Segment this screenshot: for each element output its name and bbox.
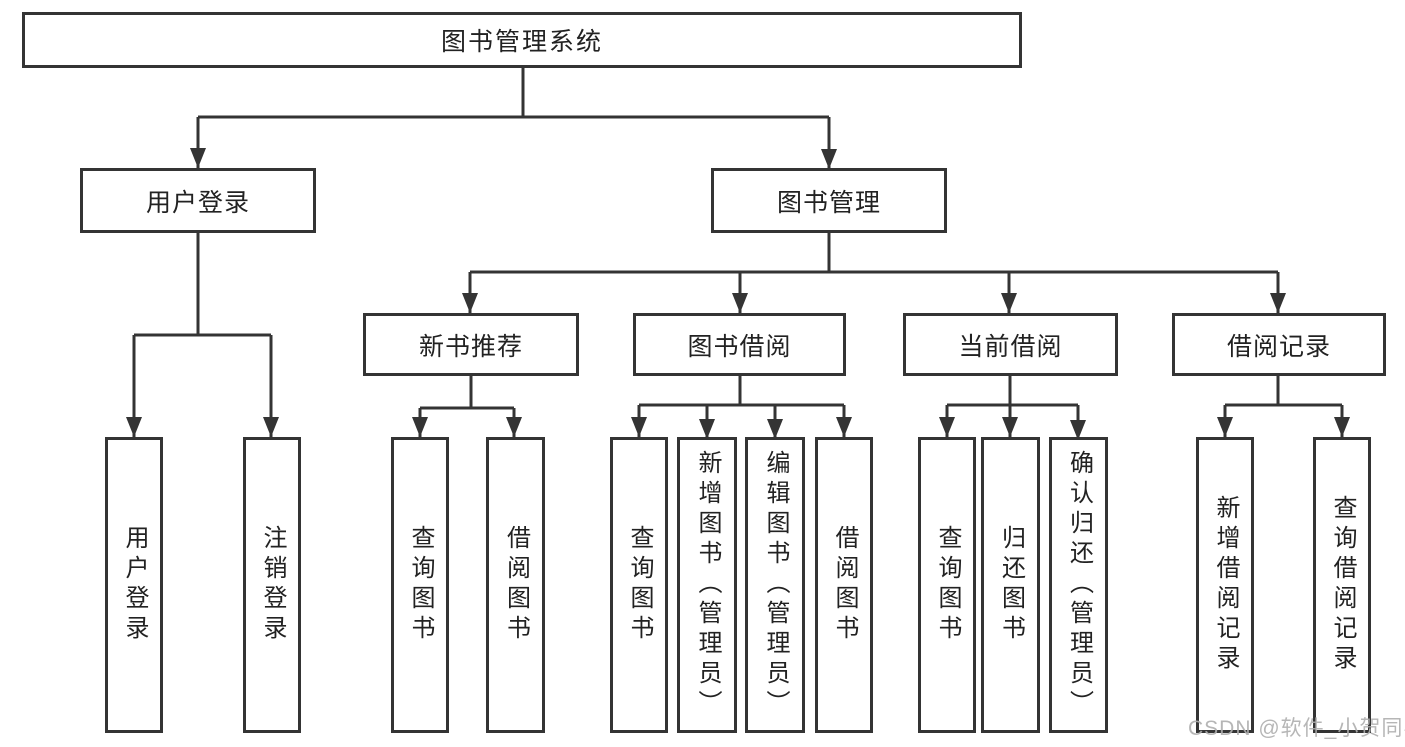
node-root-label: 图书管理系统 xyxy=(440,28,603,56)
leaf-add-books-admin: 新增图书（管理员） xyxy=(677,437,737,733)
leaf-edit-books-admin: 编辑图书（管理员） xyxy=(745,437,805,733)
node-book-borrowing-label: 图书借阅 xyxy=(687,332,792,361)
leaf-edit-books-admin-label: 编辑图书（管理员） xyxy=(762,450,789,720)
leaf-confirm-return-admin: 确认归还（管理员） xyxy=(1049,437,1108,733)
node-root: 图书管理系统 xyxy=(22,12,1022,68)
node-user-login-label: 用户登录 xyxy=(145,188,250,217)
leaf-query-borrow-record: 查询借阅记录 xyxy=(1313,437,1371,733)
leaf-query-books-2: 查询图书 xyxy=(610,437,668,733)
leaf-logout-label: 注销登录 xyxy=(259,525,286,645)
node-book-borrowing: 图书借阅 xyxy=(633,313,846,376)
leaf-confirm-return-admin-label: 确认归还（管理员） xyxy=(1065,450,1093,720)
node-borrowing-records-label: 借阅记录 xyxy=(1226,332,1331,361)
leaf-add-books-admin-label: 新增图书（管理员） xyxy=(694,450,721,720)
leaf-return-books: 归还图书 xyxy=(981,437,1040,733)
leaf-query-books-1-label: 查询图书 xyxy=(407,525,434,645)
leaf-query-books-2-label: 查询图书 xyxy=(626,525,653,645)
node-book-management-label: 图书管理 xyxy=(776,188,881,217)
leaf-borrow-books-2-label: 借阅图书 xyxy=(831,525,858,645)
node-current-borrowing: 当前借阅 xyxy=(903,313,1118,376)
leaf-query-borrow-record-label: 查询借阅记录 xyxy=(1329,495,1356,675)
leaf-query-books-3: 查询图书 xyxy=(918,437,976,733)
node-current-borrowing-label: 当前借阅 xyxy=(958,332,1063,361)
node-borrowing-records: 借阅记录 xyxy=(1172,313,1386,376)
leaf-logout: 注销登录 xyxy=(243,437,301,733)
csdn-watermark: CSDN @软件_小贺同学 xyxy=(1188,717,1405,740)
node-new-book-recommend-label: 新书推荐 xyxy=(418,332,523,361)
leaf-borrow-books-1: 借阅图书 xyxy=(486,437,545,733)
node-new-book-recommend: 新书推荐 xyxy=(363,313,579,376)
leaf-query-books-1: 查询图书 xyxy=(391,437,449,733)
node-book-management: 图书管理 xyxy=(711,168,947,233)
leaf-user-login-label: 用户登录 xyxy=(121,525,148,645)
leaf-add-borrow-record-label: 新增借阅记录 xyxy=(1212,495,1239,675)
node-user-login: 用户登录 xyxy=(80,168,316,233)
leaf-user-login: 用户登录 xyxy=(105,437,163,733)
leaf-borrow-books-1-label: 借阅图书 xyxy=(502,525,530,645)
leaf-add-borrow-record: 新增借阅记录 xyxy=(1196,437,1254,733)
leaf-borrow-books-2: 借阅图书 xyxy=(815,437,873,733)
leaf-query-books-3-label: 查询图书 xyxy=(934,525,961,645)
leaf-return-books-label: 归还图书 xyxy=(997,525,1025,645)
